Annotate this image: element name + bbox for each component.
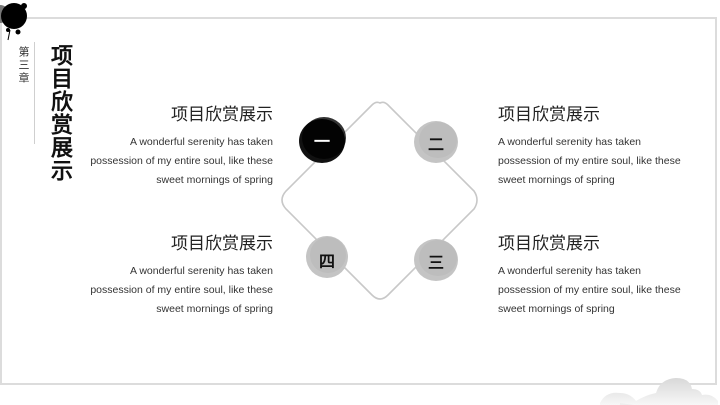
desc-line: sweet mornings of spring	[156, 174, 273, 186]
slide-frame	[0, 17, 717, 385]
node-1-ink-circle[interactable]	[297, 116, 347, 166]
desc-line: A wonderful serenity has taken	[129, 265, 273, 277]
item-1-heading: 项目欣赏展示	[171, 105, 273, 124]
node-4-ink-circle[interactable]	[304, 234, 350, 280]
item-3-description: A wonderful serenity has taken possessio…	[498, 262, 698, 319]
item-1-block: 项目欣赏展示 A wonderful serenity has taken po…	[73, 104, 273, 190]
item-3-heading: 项目欣赏展示	[498, 234, 600, 253]
item-4-description: A wonderful serenity has taken possessio…	[73, 262, 273, 319]
item-4-heading: 项目欣赏展示	[171, 234, 273, 253]
cloud-icon	[600, 378, 718, 405]
desc-line: A wonderful serenity has taken	[498, 136, 642, 148]
ink-splash-icon	[0, 3, 27, 41]
item-2-heading: 项目欣赏展示	[498, 105, 600, 124]
desc-line: sweet mornings of spring	[156, 303, 273, 315]
vertical-title: 项目欣赏展示	[47, 44, 73, 182]
desc-line: possession of my entire soul, like these	[498, 284, 681, 296]
diamond-diagram: 一 二 四 三	[270, 90, 490, 310]
desc-line: A wonderful serenity has taken	[498, 265, 642, 277]
node-4-number: 四	[318, 252, 335, 271]
desc-line: sweet mornings of spring	[498, 174, 615, 186]
diamond-outline	[281, 101, 478, 300]
chapter-label: 第三章	[17, 46, 30, 85]
item-2-block: 项目欣赏展示 A wonderful serenity has taken po…	[498, 104, 698, 190]
desc-line: A wonderful serenity has taken	[129, 136, 273, 148]
desc-line: possession of my entire soul, like these	[498, 155, 681, 167]
node-3-ink-circle[interactable]	[412, 236, 460, 284]
node-1-number: 一	[313, 132, 330, 151]
desc-line: sweet mornings of spring	[498, 303, 615, 315]
node-2-ink-circle[interactable]	[412, 118, 460, 166]
desc-line: possession of my entire soul, like these	[90, 284, 273, 296]
item-3-block: 项目欣赏展示 A wonderful serenity has taken po…	[498, 233, 698, 319]
item-4-block: 项目欣赏展示 A wonderful serenity has taken po…	[73, 233, 273, 319]
item-2-description: A wonderful serenity has taken possessio…	[498, 133, 698, 190]
node-2-number: 二	[427, 135, 444, 154]
chapter-divider	[34, 42, 35, 144]
desc-line: possession of my entire soul, like these	[90, 155, 273, 167]
item-1-description: A wonderful serenity has taken possessio…	[73, 133, 273, 190]
node-3-number: 三	[427, 253, 444, 272]
